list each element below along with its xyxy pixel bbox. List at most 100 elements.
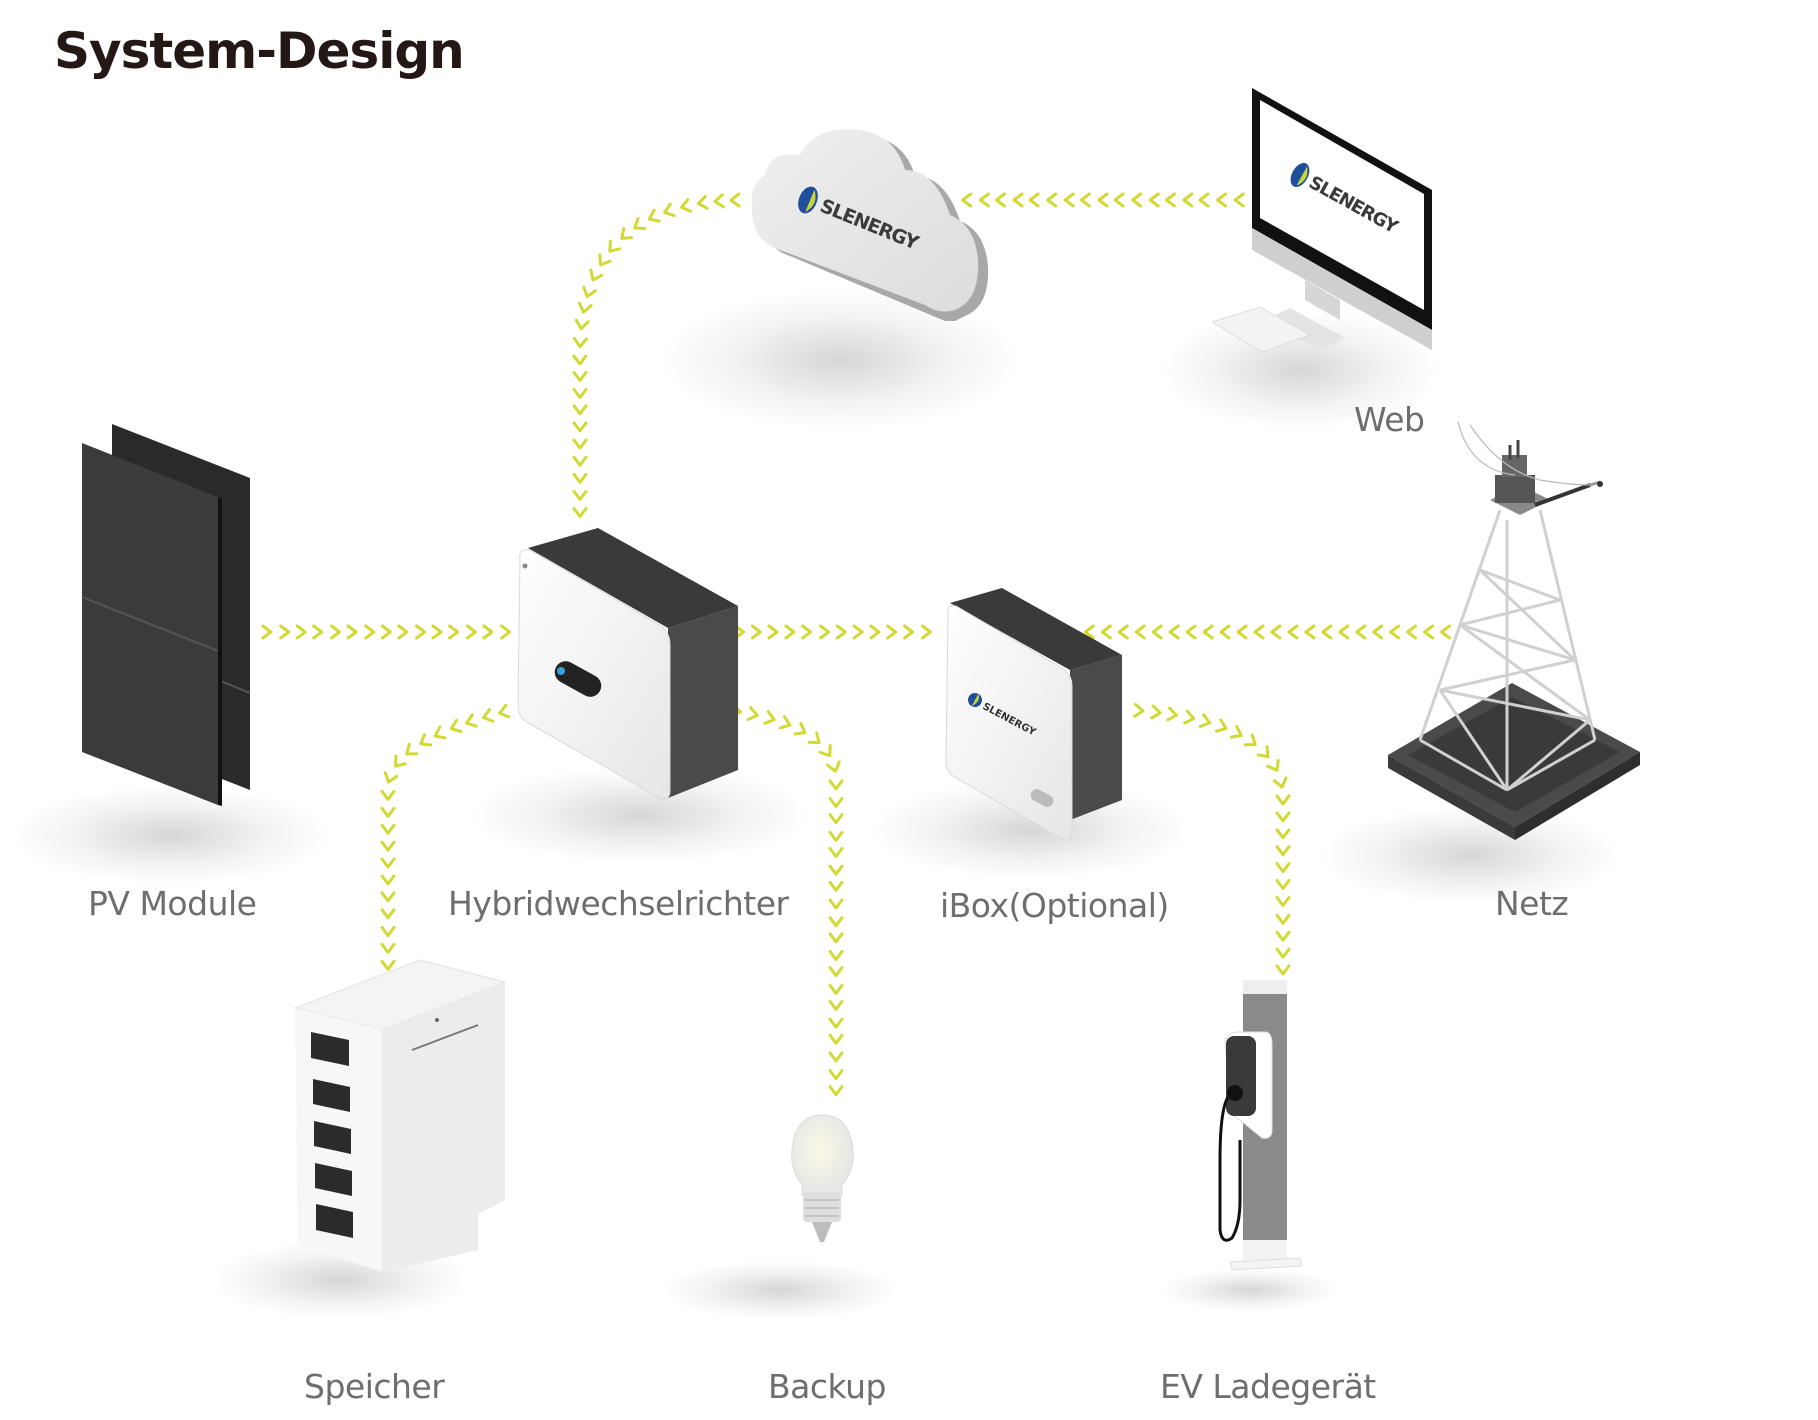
flow-chevron <box>1063 192 1075 208</box>
flow-chevron <box>498 703 511 719</box>
flow-chevron <box>1275 947 1291 959</box>
flow-chevron <box>1338 624 1350 640</box>
flow-chevron <box>1133 702 1145 718</box>
battery-storage-icon <box>293 959 507 1272</box>
flow-chevron <box>1097 192 1109 208</box>
flow-chevron <box>1287 624 1299 640</box>
flow-chevron <box>1216 192 1228 208</box>
label-web: Web <box>1354 400 1425 439</box>
flow-chevron <box>500 624 512 640</box>
flow-chevron <box>852 624 864 640</box>
flow-chevron <box>1372 624 1384 640</box>
flow-chevron <box>920 624 932 640</box>
flow-chevron <box>572 489 588 501</box>
flow-chevron <box>1275 811 1291 823</box>
flow-chevron <box>620 227 634 240</box>
flow-chevron <box>828 966 844 978</box>
flow-arrows <box>261 192 1452 1097</box>
power-tower-icon <box>1388 421 1640 840</box>
flow-inverter-to-backup <box>730 703 844 1097</box>
flow-chevron <box>608 239 622 253</box>
flow-chevron <box>784 624 796 640</box>
flow-chevron <box>1270 624 1282 640</box>
flow-chevron <box>1164 192 1176 208</box>
flow-chevron <box>1275 879 1291 890</box>
flow-chevron <box>572 421 588 433</box>
label-grid: Netz <box>1495 884 1569 923</box>
flow-chevron <box>582 285 597 299</box>
label-storage: Speicher <box>304 1367 445 1406</box>
flow-chevron <box>481 708 495 723</box>
flow-chevron <box>1275 964 1291 976</box>
flow-chevron <box>279 624 291 640</box>
flow-chevron <box>1185 624 1197 640</box>
flow-chevron <box>380 840 396 852</box>
flow-chevron <box>1256 745 1270 759</box>
flow-chevron <box>1272 776 1288 789</box>
flow-chevron <box>295 624 307 640</box>
flow-chevron <box>961 192 973 208</box>
flow-chevron <box>1275 862 1291 874</box>
flow-chevron <box>1229 724 1243 739</box>
flow-chevron <box>380 806 396 818</box>
flow-chevron <box>572 472 588 484</box>
flow-chevron <box>1168 624 1180 640</box>
flow-chevron <box>818 744 832 758</box>
flow-chevron <box>346 624 358 640</box>
flow-chevron <box>729 192 741 208</box>
flow-chevron <box>828 898 844 910</box>
flow-chevron <box>1012 192 1024 208</box>
flow-chevron <box>1275 845 1291 857</box>
label-inverter: Hybridwechselrichter <box>448 884 789 923</box>
flow-chevron <box>380 857 396 869</box>
flow-chevron <box>828 932 844 944</box>
flow-chevron <box>801 624 813 640</box>
flow-chevron <box>828 880 844 892</box>
inverter-icon <box>517 528 738 800</box>
flow-chevron <box>572 438 588 450</box>
flow-chevron <box>1198 713 1212 728</box>
flow-chevron <box>572 336 588 349</box>
flow-chevron <box>482 624 494 640</box>
flow-chevron <box>312 624 324 640</box>
flow-chevron <box>380 942 396 954</box>
flow-chevron <box>1134 624 1146 640</box>
flow-web-to-cloud <box>961 192 1245 208</box>
flow-chevron <box>405 742 419 756</box>
flow-chevron <box>903 624 914 640</box>
flow-chevron <box>1423 624 1435 640</box>
flow-chevron <box>1214 718 1228 733</box>
flow-chevron <box>828 1051 844 1063</box>
flow-chevron <box>572 404 588 416</box>
flow-chevron <box>397 624 409 640</box>
flow-chevron <box>1236 624 1248 640</box>
flow-chevron <box>448 624 460 640</box>
flow-inverter-to-storage <box>380 703 511 971</box>
flow-chevron <box>1266 759 1280 772</box>
flow-chevron <box>828 983 844 995</box>
flow-chevron <box>696 194 709 210</box>
flow-chevron <box>1406 624 1418 640</box>
flow-chevron <box>828 916 844 928</box>
flow-chevron <box>1275 930 1291 942</box>
flow-chevron <box>1355 624 1367 640</box>
flow-chevron <box>1219 624 1231 640</box>
flow-chevron <box>1243 733 1257 747</box>
flow-chevron <box>380 891 396 903</box>
label-pv-module: PV Module <box>88 884 257 923</box>
flow-chevron <box>663 202 676 218</box>
ev-charger-icon <box>1218 980 1303 1271</box>
flow-chevron <box>734 624 745 640</box>
flow-inverter-to-ibox <box>734 624 932 640</box>
flow-chevron <box>828 847 844 858</box>
flow-chevron <box>807 731 821 745</box>
light-bulb-icon <box>791 1114 854 1242</box>
ibox-icon: SLENERGY <box>945 588 1122 841</box>
flow-chevron <box>1389 624 1401 640</box>
flow-chevron <box>380 926 396 937</box>
flow-chevron <box>572 507 588 518</box>
flow-chevron <box>828 1017 844 1029</box>
flow-chevron <box>1275 794 1291 806</box>
flow-chevron <box>828 797 844 808</box>
